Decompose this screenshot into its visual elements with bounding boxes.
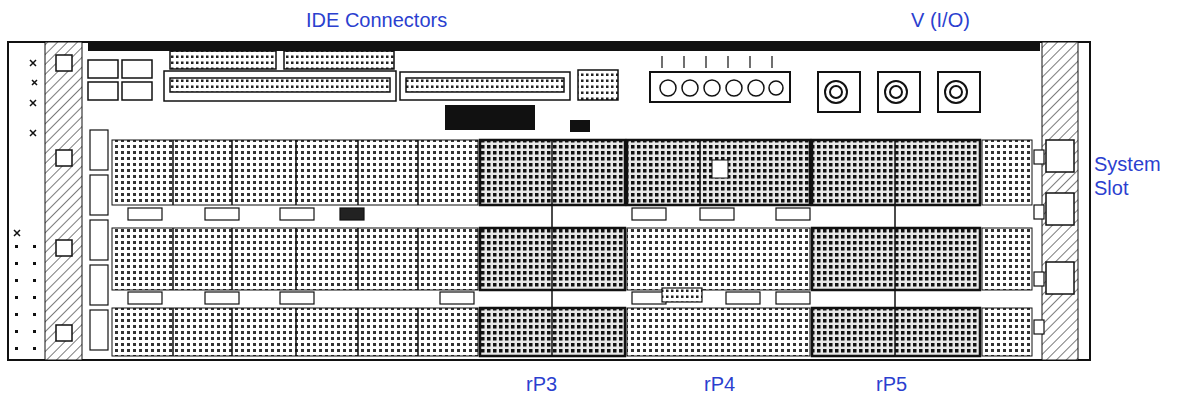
- board-edge: [88, 42, 1040, 51]
- part-label: IDE Connectors: [306, 8, 447, 32]
- part-label: rP4: [704, 372, 735, 396]
- part-label: rP3: [526, 372, 557, 396]
- part-label: V (I/O): [911, 8, 970, 32]
- part-label: rP5: [876, 372, 907, 396]
- part-label: System Slot: [1094, 152, 1172, 200]
